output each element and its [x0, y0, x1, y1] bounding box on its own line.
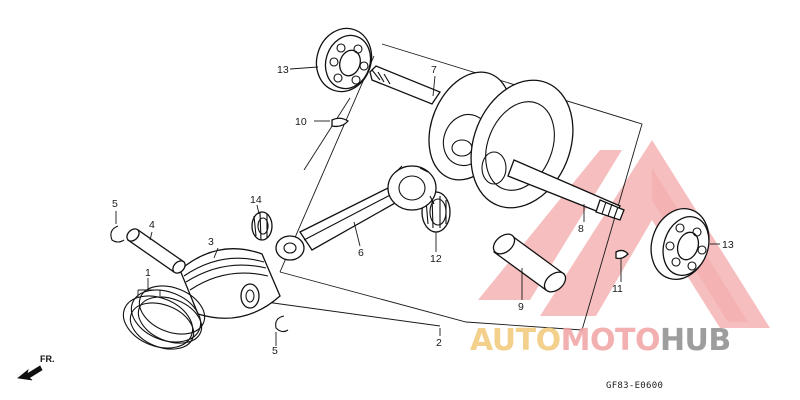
woodruff-key-10	[331, 117, 349, 128]
front-direction-indicator: FR.	[17, 354, 55, 381]
crankshaft	[369, 65, 625, 221]
front-label: FR.	[40, 354, 55, 364]
callout-12: 12	[430, 253, 442, 265]
leader-lines	[115, 66, 720, 346]
connecting-rod	[275, 165, 437, 261]
callout-10: 10	[295, 116, 307, 128]
callout-13-top: 13	[277, 64, 289, 76]
woodruff-key-11	[615, 249, 629, 260]
callout-3: 3	[208, 236, 214, 248]
watermark-word-hub: HUB	[660, 323, 731, 358]
callout-9: 9	[518, 301, 524, 313]
callout-11: 11	[612, 283, 623, 295]
watermark-word-auto: AUTO	[470, 323, 561, 358]
bearing-13-top	[315, 27, 373, 93]
piston	[179, 248, 281, 319]
diagram-code: GF83-E0600	[606, 381, 663, 391]
callout-8: 8	[578, 223, 584, 235]
callout-5-right: 5	[272, 345, 278, 357]
callout-14: 14	[250, 194, 262, 206]
callout-1: 1	[145, 267, 151, 279]
callout-5-left: 5	[112, 198, 118, 210]
callout-labels: 1 2 3 4 5 5 6 7 8 9 10 11 12 13 13 14	[112, 64, 734, 357]
watermark-triangle	[478, 140, 770, 328]
callout-7: 7	[431, 64, 437, 76]
svg-text:AUTOMOTOHUB: AUTOMOTOHUB	[470, 323, 731, 358]
piston-pin-clip-left	[110, 225, 125, 243]
callout-13-right: 13	[722, 239, 734, 251]
front-arrow-icon	[17, 365, 43, 381]
piston-pin-clip-right	[275, 315, 289, 333]
callout-4: 4	[149, 219, 155, 231]
bearing-13-right	[650, 208, 710, 280]
piston-pin	[126, 228, 186, 274]
crank-pin	[492, 233, 567, 293]
callout-2: 2	[436, 337, 442, 349]
watermark-word-moto: MOTO	[561, 323, 660, 358]
callout-6: 6	[358, 247, 364, 259]
piston-rings	[122, 285, 206, 350]
small-end-bearing-14	[251, 211, 273, 241]
watermark-text: AUTOMOTOHUB	[470, 323, 731, 358]
